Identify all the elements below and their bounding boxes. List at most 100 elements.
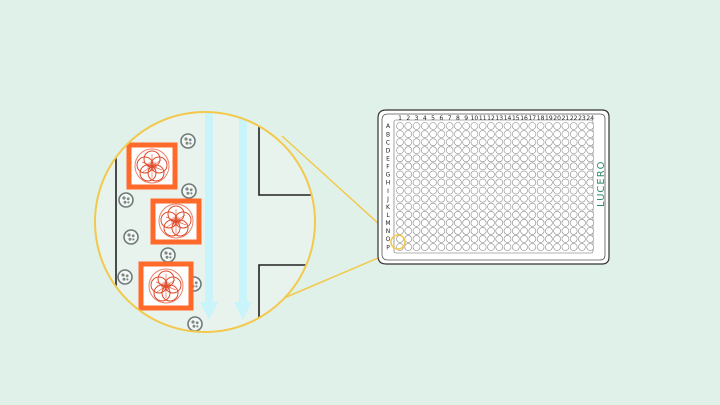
well — [545, 235, 553, 243]
well — [569, 122, 578, 130]
well — [445, 243, 454, 251]
well — [412, 194, 421, 203]
well — [429, 235, 437, 243]
well — [429, 186, 437, 195]
callout-line-top — [281, 135, 391, 235]
well — [561, 235, 570, 243]
well — [396, 186, 404, 195]
well — [536, 178, 545, 187]
well — [454, 146, 462, 155]
well — [511, 138, 520, 146]
well — [586, 202, 595, 211]
well — [528, 227, 537, 235]
well — [429, 138, 437, 146]
row-label: K — [386, 204, 391, 211]
well — [553, 170, 561, 179]
well — [437, 227, 446, 235]
well — [511, 210, 520, 219]
well — [487, 194, 495, 203]
well — [528, 162, 537, 171]
well — [404, 243, 413, 251]
well — [421, 162, 429, 171]
well — [511, 162, 520, 171]
well — [437, 194, 446, 203]
well — [437, 235, 446, 243]
well — [478, 194, 487, 203]
well — [396, 154, 404, 163]
well — [462, 122, 470, 130]
row-label: J — [386, 196, 389, 203]
well — [470, 243, 479, 251]
well — [569, 162, 578, 171]
well — [421, 243, 429, 251]
well — [454, 162, 462, 171]
well — [586, 146, 595, 155]
well — [421, 219, 429, 227]
well — [511, 146, 520, 155]
well — [404, 138, 413, 146]
well — [412, 122, 421, 130]
well — [478, 219, 487, 227]
well — [478, 138, 487, 146]
zoom-view — [94, 111, 316, 333]
well — [454, 138, 462, 146]
well — [495, 178, 504, 187]
well — [528, 243, 537, 251]
well — [578, 194, 586, 203]
well — [528, 194, 537, 203]
well — [478, 130, 487, 138]
well — [470, 170, 479, 179]
well — [404, 235, 413, 243]
well — [437, 178, 446, 187]
well — [586, 210, 595, 219]
well — [586, 154, 595, 163]
well — [503, 219, 512, 227]
well — [445, 202, 454, 211]
well — [520, 227, 528, 235]
well — [437, 219, 446, 227]
well — [561, 138, 570, 146]
well — [421, 178, 429, 187]
well — [495, 219, 504, 227]
well — [503, 194, 512, 203]
well — [503, 122, 512, 130]
well — [462, 178, 470, 187]
row-label: H — [386, 180, 391, 187]
well — [445, 154, 454, 163]
column-label: 13 — [495, 115, 503, 122]
row-label: B — [386, 131, 390, 138]
well — [528, 138, 537, 146]
well — [586, 243, 595, 251]
well — [396, 146, 404, 155]
well — [503, 170, 512, 179]
well — [520, 170, 528, 179]
well — [412, 154, 421, 163]
column-label: 23 — [578, 115, 586, 122]
well — [545, 219, 553, 227]
well — [520, 122, 528, 130]
well — [445, 162, 454, 171]
well — [454, 194, 462, 203]
well — [429, 202, 437, 211]
well — [495, 243, 504, 251]
well — [470, 130, 479, 138]
well — [569, 210, 578, 219]
well — [553, 243, 561, 251]
well — [412, 130, 421, 138]
well — [445, 170, 454, 179]
well — [404, 194, 413, 203]
well — [487, 219, 495, 227]
well — [569, 170, 578, 179]
well — [429, 243, 437, 251]
well — [396, 170, 404, 179]
well — [404, 186, 413, 195]
well — [421, 170, 429, 179]
well — [487, 154, 495, 163]
well — [561, 154, 570, 163]
column-label: 12 — [487, 115, 495, 122]
well — [445, 194, 454, 203]
well — [569, 154, 578, 163]
well — [462, 146, 470, 155]
column-label: 3 — [415, 115, 419, 122]
well — [478, 154, 487, 163]
